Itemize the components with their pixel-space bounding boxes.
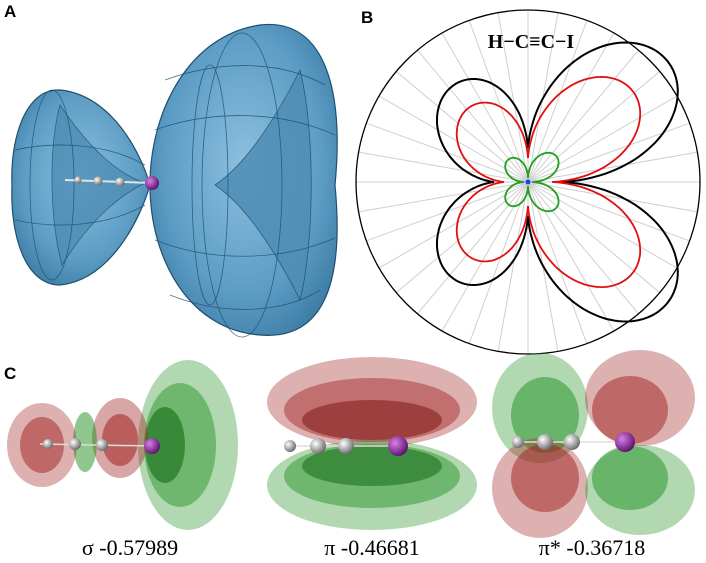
polar-spoke [527, 181, 588, 344]
panel-label-a: A [4, 2, 17, 21]
orbital-label-pi-star: π* -0.36718 [538, 535, 646, 560]
polar-spoke [358, 181, 529, 213]
polar-center-point [525, 179, 531, 185]
polar-spoke [497, 181, 529, 352]
orbital-pi-star [492, 350, 695, 538]
polar-spoke [417, 49, 529, 183]
orbital-pi [267, 357, 477, 530]
polar-outer-circle [355, 9, 701, 355]
isosurface-right-cone [214, 68, 312, 302]
polar-spoke [417, 181, 529, 315]
polar-curve-outer [436, 41, 679, 323]
polar-spoke [358, 151, 529, 183]
polar-curve-middle [455, 75, 642, 289]
atom-h [74, 176, 82, 184]
polar-curve-inner [504, 151, 560, 213]
polar-spoke [527, 181, 698, 213]
orbital-sigma [7, 360, 238, 530]
polar-spoke [527, 151, 698, 183]
orbital-label-pi: π -0.46681 [324, 535, 420, 560]
atom-c1 [93, 176, 103, 186]
polar-spoke [527, 32, 615, 183]
orbital-label-sigma: σ -0.57989 [81, 535, 179, 560]
polar-spoke [527, 49, 639, 183]
polar-spoke [527, 181, 615, 332]
polar-spoke [378, 95, 529, 183]
panel-label-b: B [361, 8, 374, 27]
polar-spoke [527, 71, 661, 183]
atom-i [145, 176, 159, 190]
polar-spoke [527, 20, 588, 183]
polar-spoke [497, 12, 529, 183]
polar-spoke [527, 181, 639, 315]
polar-spoke [527, 181, 661, 293]
polar-spoke [527, 181, 678, 269]
polar-spoke [378, 181, 529, 269]
polar-plot [355, 9, 701, 355]
polar-spoke [468, 20, 529, 183]
molecule-formula: H−C≡C−I [488, 31, 575, 53]
atom-c2 [115, 177, 125, 187]
polar-spoke [468, 181, 529, 344]
isosurface-panel [11, 23, 338, 338]
polar-spoke [527, 95, 678, 183]
panel-label-c: C [4, 364, 17, 383]
